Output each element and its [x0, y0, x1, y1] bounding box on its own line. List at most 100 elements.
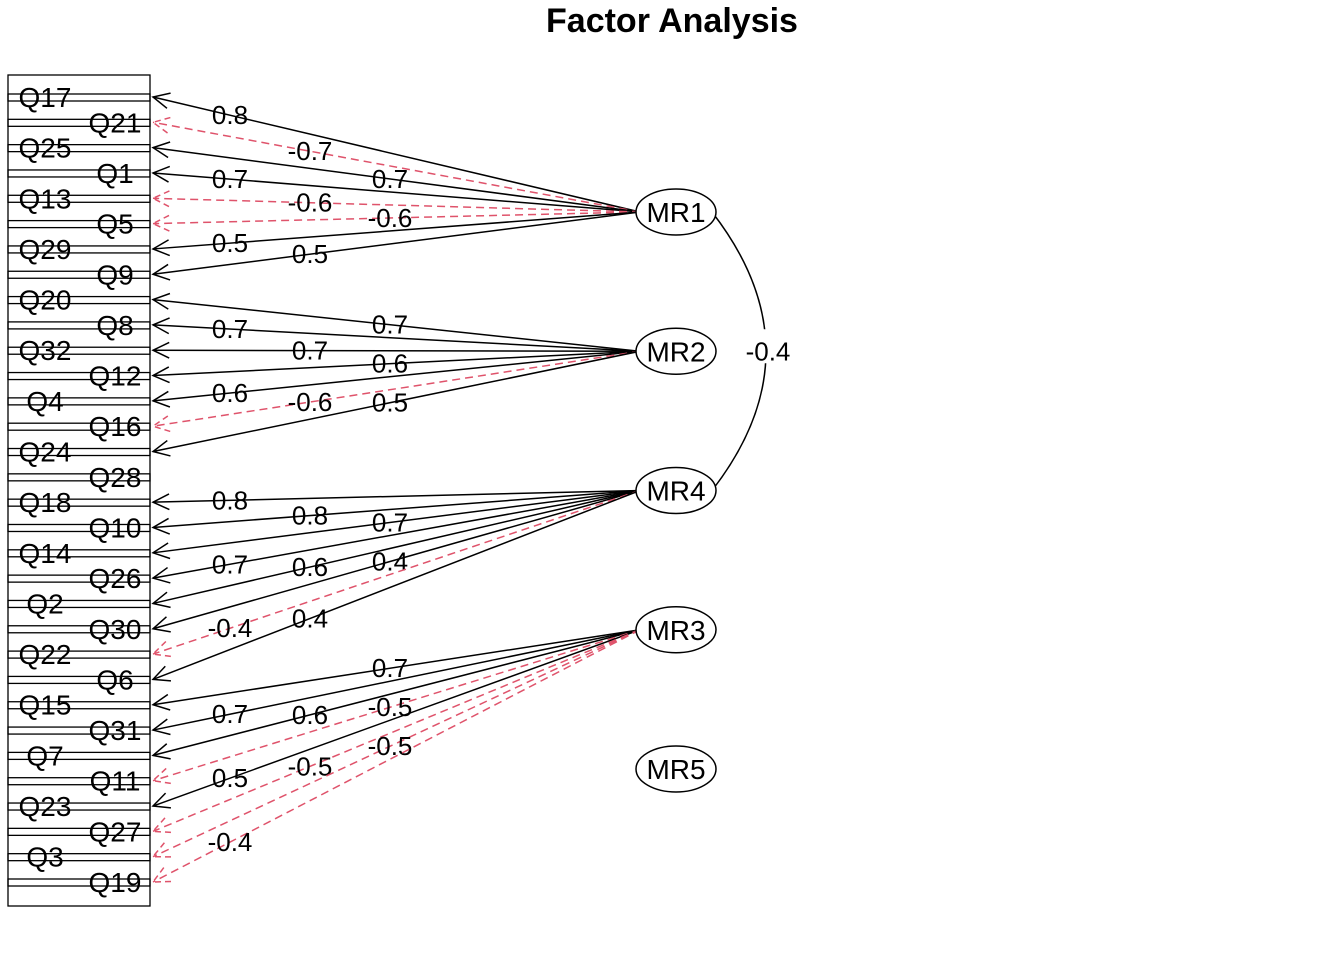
loading-line — [152, 298, 641, 352]
arrowhead-icon — [151, 591, 171, 609]
loading-line — [152, 350, 641, 427]
variable-box — [7, 599, 151, 609]
loading-line — [152, 350, 641, 377]
loading-edge: -0.7 — [151, 116, 641, 213]
arrowhead-icon — [151, 616, 171, 633]
arrowhead-icon — [151, 317, 170, 335]
variable-label: Q8 — [96, 310, 133, 341]
variable-box — [7, 625, 151, 634]
variable-box — [7, 245, 151, 254]
factor-node: MR2 — [635, 327, 717, 375]
variable-label: Q10 — [89, 512, 142, 543]
loading-line — [152, 629, 641, 858]
arrowhead-icon — [151, 292, 171, 310]
factor-ellipse — [635, 327, 717, 375]
variable-label: Q12 — [89, 361, 142, 392]
loading-edge: -0.6 — [151, 188, 641, 218]
loading-value-label: 0.5 — [212, 228, 248, 258]
variable-box — [7, 523, 151, 533]
variable-box — [7, 194, 151, 203]
loading-edge: 0.5 — [151, 211, 641, 258]
variable-label: Q13 — [19, 183, 72, 214]
variable-label: Q16 — [89, 411, 142, 442]
variable-label: Q25 — [19, 133, 72, 164]
arrowhead-icon — [151, 517, 171, 535]
arrowhead-icon — [151, 341, 170, 359]
loading-edge: 0.6 — [151, 349, 641, 384]
arrowhead-icon — [151, 141, 171, 159]
variable-label: Q18 — [19, 487, 72, 518]
arrowhead-icon — [151, 566, 171, 584]
loading-edge: -0.4 — [151, 629, 641, 883]
factor-label: MR2 — [646, 336, 705, 367]
variable-box — [7, 118, 151, 127]
loading-value-label: 0.6 — [292, 700, 328, 730]
variable-box — [7, 498, 151, 507]
arrowhead-icon — [151, 493, 170, 511]
factor-node: MR3 — [635, 606, 717, 654]
factor-node: MR1 — [635, 188, 717, 236]
variable-label: Q27 — [89, 816, 142, 847]
loading-value-label: 0.7 — [372, 507, 408, 537]
loading-line — [152, 350, 641, 402]
variable-box — [7, 853, 151, 862]
loading-line — [152, 489, 641, 605]
loading-value-label: -0.5 — [288, 751, 333, 781]
variable-box — [7, 675, 151, 685]
loading-edge: 0.7 — [151, 489, 641, 584]
arrowhead-icon — [151, 718, 171, 736]
loading-edge: -0.4 — [151, 489, 641, 658]
variable-label: Q4 — [26, 386, 63, 417]
correlation-label: -0.4 — [746, 336, 791, 366]
variable-box — [7, 143, 151, 153]
loading-line — [152, 96, 641, 213]
arrowhead-icon — [151, 415, 171, 433]
variable-label: Q26 — [89, 563, 142, 594]
variable-label: Q7 — [26, 740, 63, 771]
loading-line — [152, 489, 641, 655]
loading-edge: -0.6 — [151, 350, 641, 433]
variable-label: Q24 — [19, 437, 72, 468]
loading-line — [152, 489, 641, 579]
loading-line — [152, 489, 641, 681]
loading-edge: 0.5 — [151, 350, 641, 457]
variable-label: Q30 — [89, 614, 142, 645]
arrowhead-icon — [151, 214, 170, 232]
loading-edge: 0.8 — [151, 485, 641, 515]
loading-edge: 0.7 — [151, 314, 641, 352]
loading-edge: 0.7 — [151, 164, 641, 213]
arrowhead-icon — [151, 693, 171, 711]
variable-box — [7, 701, 151, 710]
variable-label: Q11 — [90, 766, 141, 797]
arrowhead-icon — [151, 390, 171, 408]
factor-ellipse — [635, 188, 717, 236]
variable-label: Q5 — [96, 209, 133, 240]
variable-box — [7, 93, 151, 102]
loading-value-label: 0.8 — [212, 100, 248, 130]
variable-label: Q21 — [89, 107, 142, 138]
variable-frame — [7, 74, 151, 907]
loading-edge: -0.5 — [151, 629, 641, 858]
arrowhead-icon — [151, 439, 171, 457]
variable-box — [7, 473, 151, 482]
factor-ellipse — [635, 466, 717, 515]
arrowhead-icon — [151, 116, 171, 134]
loading-line — [152, 324, 641, 352]
loading-value-label: -0.5 — [368, 731, 413, 761]
variable-label: Q17 — [19, 82, 72, 113]
loading-value-label: 0.7 — [212, 314, 248, 344]
arrowhead-icon — [151, 92, 171, 109]
loading-value-label: 0.7 — [212, 549, 248, 579]
loading-line — [152, 211, 641, 225]
variable-box — [7, 726, 151, 735]
arrowhead-icon — [151, 767, 171, 785]
loading-line — [152, 172, 641, 213]
loading-value-label: 0.4 — [372, 546, 408, 576]
loading-line — [152, 629, 641, 807]
loading-line — [152, 489, 641, 503]
factor-node: MR4 — [635, 466, 717, 515]
loading-value-label: -0.5 — [368, 692, 413, 722]
loading-line — [152, 121, 641, 213]
